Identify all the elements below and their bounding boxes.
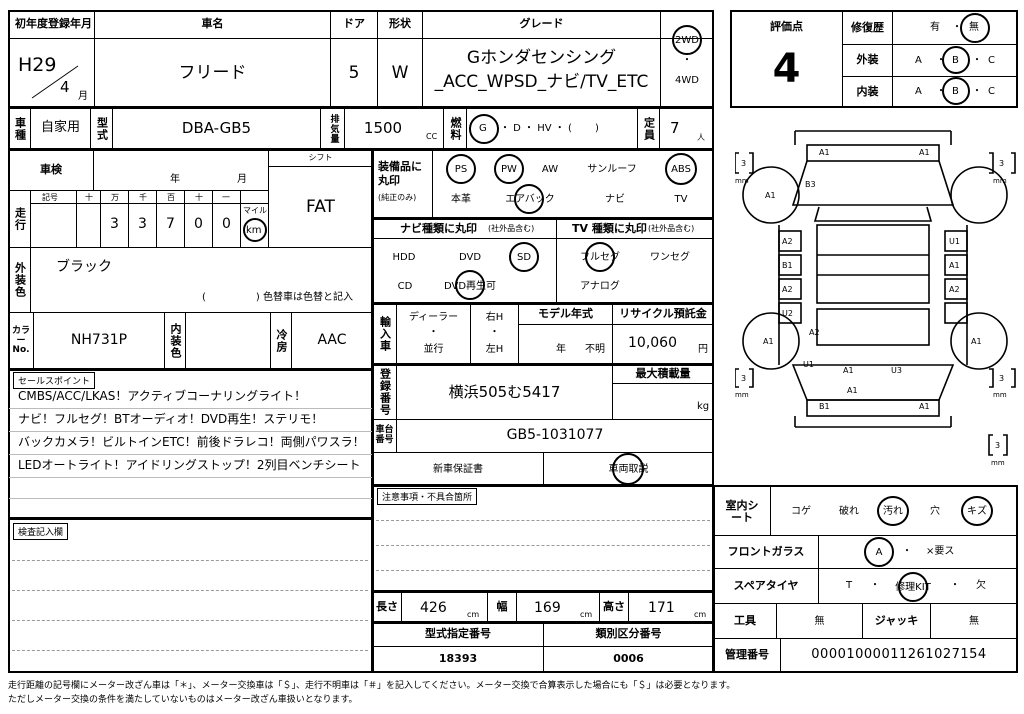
circle-glass-a [864,537,894,567]
height: 171 [648,600,675,616]
car-diagram: A1 A1 B3 A1 A2 B1 A2 U2 U1 A1 A2 A2 A1 U… [735,130,1016,467]
footer-note-2: ただしメーター交換の条件を満たしていないものはメーター改ざん車扱いとなります。 [8,695,358,705]
damage-mark: A1 [949,261,960,270]
svg-text:mm: mm [735,391,749,399]
door-count: 5 [348,62,360,83]
damage-mark: B1 [819,402,830,411]
circle-airbag [514,184,544,214]
svg-text:3: 3 [999,159,1004,168]
circle-seat-scratch [961,496,993,526]
model-code: DBA-GB5 [181,119,252,138]
length: 426 [420,600,447,616]
reg-month: 4 [60,78,70,96]
damage-mark: A1 [765,191,776,200]
car-name: フリード [178,62,247,83]
circle-fullseg [585,242,615,272]
damage-mark: A1 [919,402,930,411]
svg-text:mm: mm [991,459,1005,467]
shift-type: FAT [306,196,335,217]
name-label: 車名 [201,17,224,31]
sales-line: バックカメラ！ビルトインETC！前後ドラレコ！両側パワスラ！ [18,435,365,449]
circle-abs [665,153,697,185]
type-designation: 18393 [438,652,478,666]
mileage-digit: 3 [110,216,119,233]
damage-mark: B1 [782,261,793,270]
evaluation-box [730,10,1018,108]
damage-mark: A1 [847,386,858,395]
damage-mark: A1 [763,337,774,346]
sales-line: CMBS/ACC/LKAS！アクティブコーナリングライト！ [18,389,307,403]
damage-mark: U1 [949,237,960,246]
circle-seat-stain [877,496,909,526]
damage-mark: A2 [809,328,820,337]
damage-mark: U1 [803,360,814,369]
reg-diagonal [31,65,79,99]
damage-mark: A1 [919,148,930,157]
svg-text:3: 3 [741,374,746,383]
damage-mark: B3 [805,180,816,189]
damage-mark: A2 [782,237,793,246]
exterior-color: ブラック [56,259,112,275]
footer-note-1: 走行距離の記号欄にメーター改ざん車は「＊」、メーター交換車は「＄」、走行不明車は… [8,681,736,691]
svg-text:mm: mm [993,177,1007,185]
damage-mark: A2 [782,285,793,294]
chassis-number: GB5-1031077 [506,427,604,444]
color-number: NH731P [70,332,128,349]
circle-pw [494,154,524,184]
management-number: 00001000011261027154 [811,647,987,663]
circle-spare-kit [898,572,928,602]
circle-sd [509,242,539,272]
circle-ps [446,154,476,184]
circle-2wd [672,25,702,55]
sales-line: ナビ！フルセグ！BTオーディオ！DVD再生！ステリモ！ [18,412,324,426]
air-conditioner: AAC [317,332,347,349]
capacity: 7 [670,119,680,137]
circle-interior-b [942,77,970,105]
svg-text:mm: mm [993,391,1007,399]
reg-era: H29 [18,54,57,76]
svg-text:3: 3 [741,159,746,168]
mileage-digit: 7 [166,216,175,233]
svg-text:3: 3 [999,374,1004,383]
class-number: 0006 [613,652,644,666]
plate-number: 横浜505む5417 [448,382,561,401]
damage-mark: U3 [891,366,902,375]
mileage-digit: 3 [138,216,147,233]
circle-dvd-play [455,270,485,300]
body-shape: W [391,62,409,83]
reg-label: 初年度登録年月 [15,17,92,30]
svg-text:mm: mm [735,177,749,185]
damage-mark: A1 [843,366,854,375]
damage-mark: U2 [782,309,793,318]
width: 169 [534,600,561,616]
circle-exterior-b [942,46,970,74]
circle-repair-none [960,13,990,43]
mileage-digit: 0 [194,216,203,233]
damage-mark: A2 [949,285,960,294]
svg-text:3: 3 [995,441,1000,450]
circle-km [243,218,267,242]
displacement: 1500 [363,119,403,138]
sales-line: LEDオートライト！アイドリングストップ！2列目ベンチシート [18,458,361,472]
evaluation-score: 4 [772,46,801,92]
grade-line-1: Gホンダセンシング [466,47,617,68]
circle-fuel-g [469,114,499,144]
damage-mark: A1 [971,337,982,346]
recycle-deposit: 10,060 [628,335,677,351]
mileage-digit: 0 [222,216,231,233]
vehicle-use: 自家用 [40,120,80,136]
circle-manual [612,453,644,485]
interior-block [713,485,1018,673]
damage-mark: A1 [819,148,830,157]
grade-line-2: _ACC_WPSD_ナビ/TV_ETC [434,71,649,92]
